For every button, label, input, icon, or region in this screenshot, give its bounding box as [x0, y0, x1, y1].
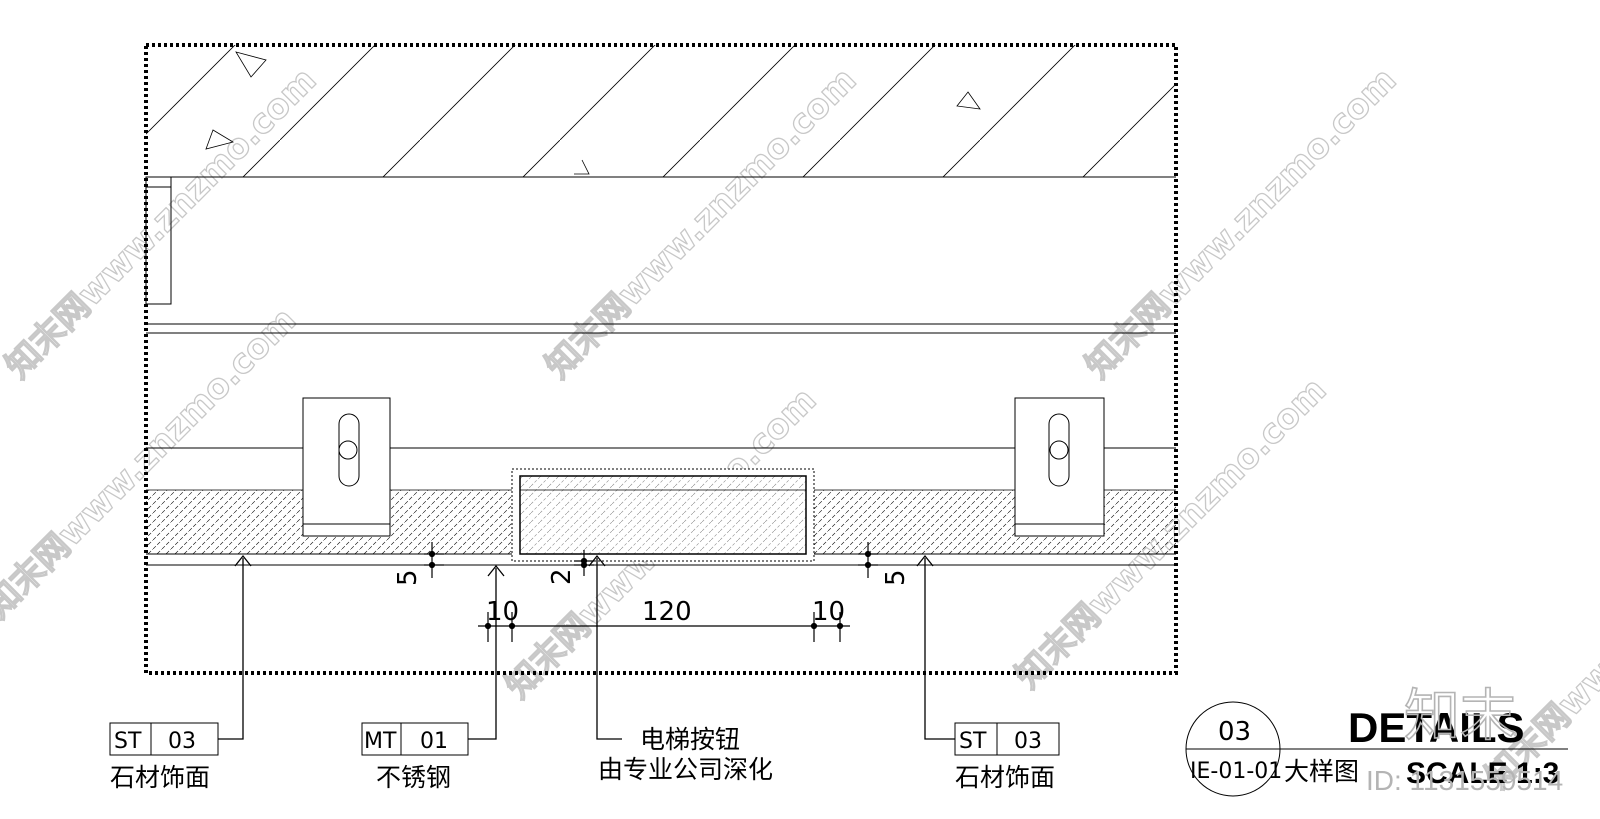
dim-right-edge-label: 10: [812, 597, 845, 627]
label-button-line2: 由专业公司深化: [598, 755, 773, 784]
detail-frame: [144, 43, 1178, 675]
concrete-aggregate-marks: [205, 51, 981, 175]
tag-right-stone-num: 03: [1014, 729, 1042, 754]
title-en: DETAILS: [1348, 704, 1525, 751]
tag-steel-code: MT: [364, 729, 397, 754]
watermark-logo: 知末: [1404, 684, 1516, 749]
elevator-button-box: [511, 468, 815, 562]
title-number: 03: [1218, 717, 1251, 747]
dim-left-gap: [424, 542, 444, 578]
bracket-left: [302, 397, 391, 537]
title-scale: SCALE 1:3: [1406, 757, 1559, 790]
tag-left-stone-code: ST: [114, 729, 142, 754]
tag-steel: MT 01: [361, 722, 469, 756]
title-cn: 大样图: [1284, 757, 1359, 786]
dim-left-gap-label: 5: [393, 569, 423, 586]
tag-steel-num: 01: [420, 729, 448, 754]
label-steel: 不锈钢: [376, 763, 451, 792]
title-sheet: IE-01-01: [1190, 759, 1282, 784]
dim-mid-gap-label: 2: [547, 568, 577, 585]
title-block: 03 IE-01-01 DETAILS 大样图 SCALE 1:3: [1185, 701, 1568, 797]
tag-left-stone-num: 03: [168, 729, 196, 754]
tag-right-stone: ST 03: [954, 722, 1060, 756]
concrete-slab: [146, 45, 1176, 177]
watermark-id: ID: 1131559514: [1366, 765, 1563, 796]
dim-left-edge-label: 10: [486, 597, 519, 627]
tag-left-stone: ST 03: [109, 722, 219, 756]
tag-right-stone-code: ST: [959, 729, 987, 754]
label-left-stone: 石材饰面: [110, 763, 210, 792]
label-button-line1: 电梯按钮: [640, 725, 740, 754]
dim-mid-gap: [574, 550, 594, 576]
leader-lines: [218, 554, 955, 740]
dim-button-width-label: 120: [642, 597, 692, 627]
dim-horizontal-chain: [478, 612, 850, 642]
label-right-stone: 石材饰面: [955, 763, 1055, 792]
dim-right-gap-label: 5: [881, 569, 911, 586]
bracket-right: [1014, 397, 1105, 537]
dim-right-gap: [858, 542, 878, 578]
